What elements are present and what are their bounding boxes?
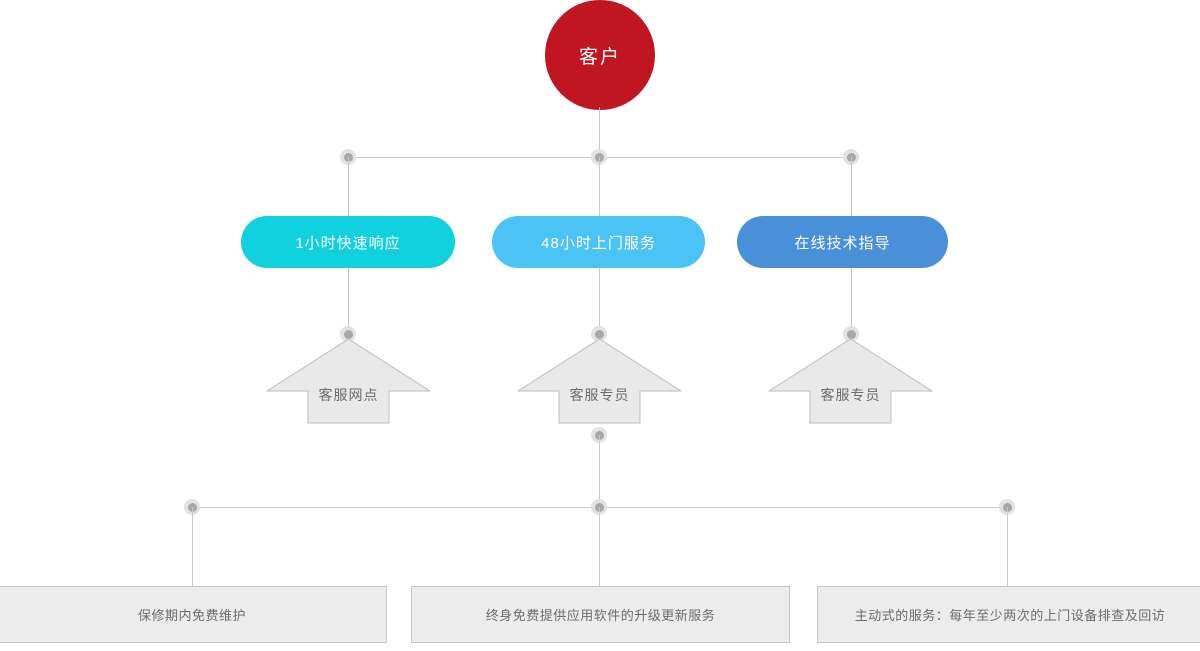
- service-pill-3[interactable]: 在线技术指导: [737, 216, 948, 268]
- root-node-customer[interactable]: 客户: [545, 0, 655, 110]
- connector-drop-service-3: [851, 157, 852, 216]
- service-pill-3-label: 在线技术指导: [794, 234, 891, 252]
- junction-dot-provider-1: [340, 326, 356, 342]
- commitment-box-3-label: 主动式的服务：每年至少两次的上门设备排查及回访: [854, 608, 1166, 623]
- provider-arrow-1[interactable]: 客服网点: [265, 337, 432, 425]
- connector-spine: [599, 435, 600, 507]
- commitment-box-3[interactable]: 主动式的服务：每年至少两次的上门设备排查及回访: [817, 586, 1200, 643]
- up-arrow-icon: [768, 338, 933, 424]
- connector-drop-commitment-2: [599, 507, 600, 586]
- provider-arrow-3[interactable]: 客服专员: [767, 337, 934, 425]
- connector-pill-2-to-arrow: [599, 268, 600, 334]
- service-pill-2[interactable]: 48小时上门服务: [492, 216, 705, 268]
- service-pill-1-label: 1小时快速响应: [295, 234, 401, 252]
- root-node-label: 客户: [578, 46, 621, 68]
- commitment-box-2[interactable]: 终身免费提供应用软件的升级更新服务: [411, 586, 790, 643]
- up-arrow-icon: [517, 338, 682, 424]
- commitment-box-2-label: 终身免费提供应用软件的升级更新服务: [485, 608, 716, 623]
- junction-dot-provider-2: [591, 326, 607, 342]
- connector-drop-commitment-3: [1007, 507, 1008, 586]
- commitment-box-1-label: 保修期内免费维护: [137, 608, 246, 623]
- provider-arrow-2[interactable]: 客服专员: [516, 337, 683, 425]
- connector-drop-commitment-1: [192, 507, 193, 586]
- connector-drop-service-1: [348, 157, 349, 216]
- commitment-box-1[interactable]: 保修期内免费维护: [0, 586, 387, 643]
- service-pill-2-label: 48小时上门服务: [541, 234, 656, 252]
- up-arrow-icon: [266, 338, 431, 424]
- service-pill-1[interactable]: 1小时快速响应: [241, 216, 455, 268]
- connector-root-stem: [599, 107, 600, 157]
- junction-dot-provider-3: [843, 326, 859, 342]
- connector-pill-1-to-arrow: [348, 268, 349, 334]
- connector-pill-3-to-arrow: [851, 268, 852, 334]
- connector-drop-service-2: [599, 157, 600, 216]
